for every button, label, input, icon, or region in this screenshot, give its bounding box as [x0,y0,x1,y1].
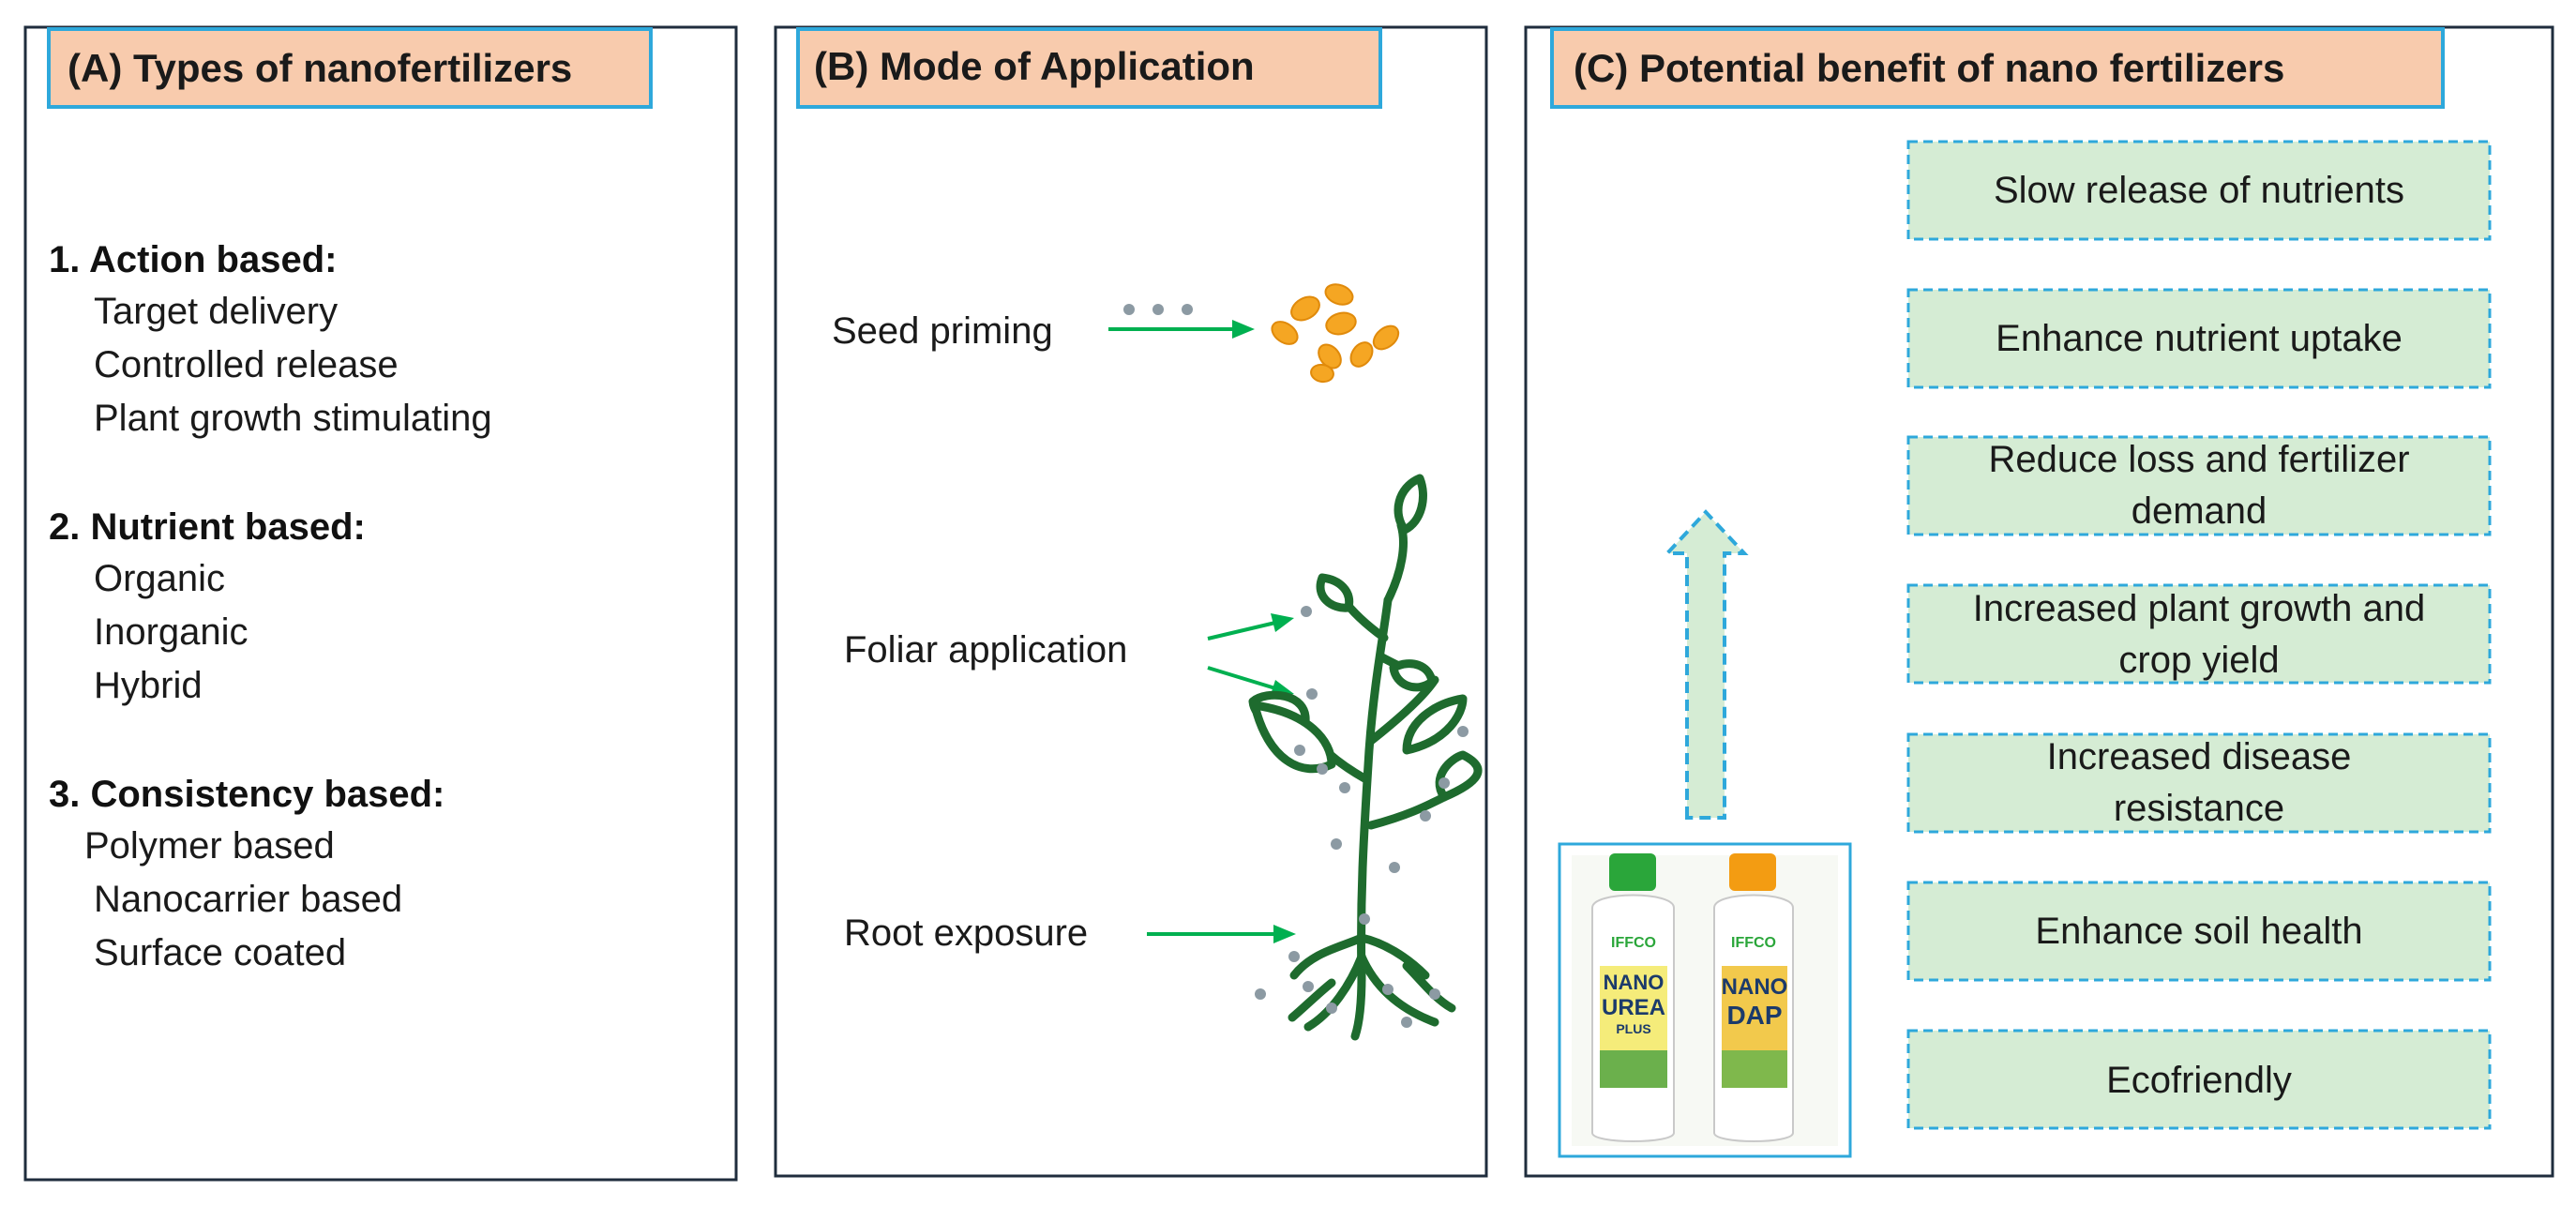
group-title-nutrient: 2. Nutrient based: [49,506,366,548]
panel-a-header-box [47,27,653,109]
benefit-box-7 [1906,1029,2492,1130]
up-arrow-icon [1663,509,1749,820]
arrow-seed-priming [1108,320,1255,339]
svg-text:PLUS: PLUS [1616,1021,1650,1036]
item-plant-growth: Plant growth stimulating [94,398,492,439]
benefit-3a: Reduce loss and fertilizer [1988,439,2409,480]
svg-text:IFFCO: IFFCO [1611,935,1656,951]
svg-text:DAP: DAP [1726,1001,1782,1030]
panel-b-border [774,25,1488,1178]
panel-a: (A) Types of nanofertilizers 1. Action b… [23,25,738,1182]
item-surface-coated: Surface coated [94,932,346,973]
benefit-6: Enhance soil health [2035,911,2362,952]
product-image: NANO UREA PLUS IFFCO NANO DAP IFFCO [1558,842,1852,1158]
benefit-box-5 [1906,732,2492,834]
benefit-box-4 [1906,583,2492,685]
item-inorganic: Inorganic [94,611,249,653]
seeds-icon [1271,283,1400,384]
svg-text:UREA: UREA [1602,995,1665,1020]
item-polymer: Polymer based [84,825,335,867]
item-nanocarrier: Nanocarrier based [94,879,402,920]
mode-root: Root exposure [844,912,1088,954]
panel-c-header-box [1550,27,2445,109]
svg-text:NANO: NANO [1604,971,1665,994]
group-title-action: 1. Action based: [49,239,337,280]
benefit-2: Enhance nutrient uptake [1996,318,2403,359]
panel-c-header: (C) Potential benefit of nano fertilizer… [1574,46,2284,90]
item-target-delivery: Target delivery [94,291,338,332]
benefit-box-1 [1906,140,2492,241]
panel-c: (C) Potential benefit of nano fertilizer… [1524,25,2554,1178]
plant-particles [1255,606,1469,1028]
benefit-7: Ecofriendly [2106,1060,2292,1101]
plant-icon [1248,474,1483,1041]
panel-b-header: (B) Mode of Application [814,44,1255,88]
panel-b: (B) Mode of Application Seed priming Fol… [774,25,1488,1178]
item-organic: Organic [94,558,225,599]
benefit-4b: crop yield [2118,640,2279,681]
panel-b-header-box [796,27,1382,109]
benefit-labels: Slow release of nutrients Enhance nutrie… [1973,170,2426,1101]
panel-a-border [23,25,738,1182]
svg-text:NANO: NANO [1722,974,1788,1000]
mode-foliar: Foliar application [844,629,1127,671]
benefit-boxes [1906,140,2492,1130]
svg-text:IFFCO: IFFCO [1731,935,1776,951]
benefit-box-2 [1906,288,2492,389]
item-hybrid: Hybrid [94,665,203,706]
group-title-consistency: 3. Consistency based: [49,774,444,815]
item-controlled-release: Controlled release [94,344,399,385]
benefit-4a: Increased plant growth and [1973,588,2426,629]
benefit-3b: demand [2132,490,2267,532]
benefit-1: Slow release of nutrients [1994,170,2404,211]
panel-a-header: (A) Types of nanofertilizers [68,46,572,90]
nanoparticle-dots [1123,304,1193,315]
benefit-box-6 [1906,881,2492,982]
benefit-5a: Increased disease [2047,736,2352,777]
arrow-root [1147,925,1296,943]
benefit-box-3 [1906,435,2492,536]
benefit-5b: resistance [2114,788,2284,829]
mode-seed-priming: Seed priming [832,310,1053,352]
